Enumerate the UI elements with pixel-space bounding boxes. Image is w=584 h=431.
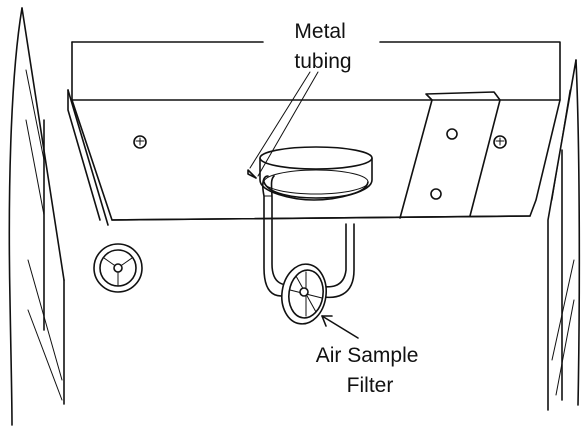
screw-left xyxy=(133,135,147,149)
metal-tubing-label-line2: tubing xyxy=(294,50,351,73)
metal-tubing-label: Metal tubing xyxy=(294,20,351,73)
left-side-panel xyxy=(8,7,109,426)
screw-right xyxy=(493,135,507,149)
air-sample-filter xyxy=(281,263,327,325)
air-inlet-disc xyxy=(259,146,373,201)
tubing-callout-arrow xyxy=(247,71,319,179)
wall-fixture xyxy=(93,243,143,293)
right-side-panel xyxy=(547,59,581,411)
air-sample-filter-label-line2: Filter xyxy=(347,374,394,397)
bracket-bolt-upper xyxy=(446,128,458,140)
filter-callout-arrow xyxy=(321,315,359,339)
ceiling-plate xyxy=(71,91,561,221)
bracket-bolt-lower xyxy=(430,188,442,200)
air-sample-filter-label-line1: Air Sample xyxy=(316,344,419,367)
metal-tubing-label-line1: Metal xyxy=(294,20,345,43)
upper-housing xyxy=(71,41,561,101)
air-sample-filter-label: Air Sample Filter xyxy=(316,344,425,397)
